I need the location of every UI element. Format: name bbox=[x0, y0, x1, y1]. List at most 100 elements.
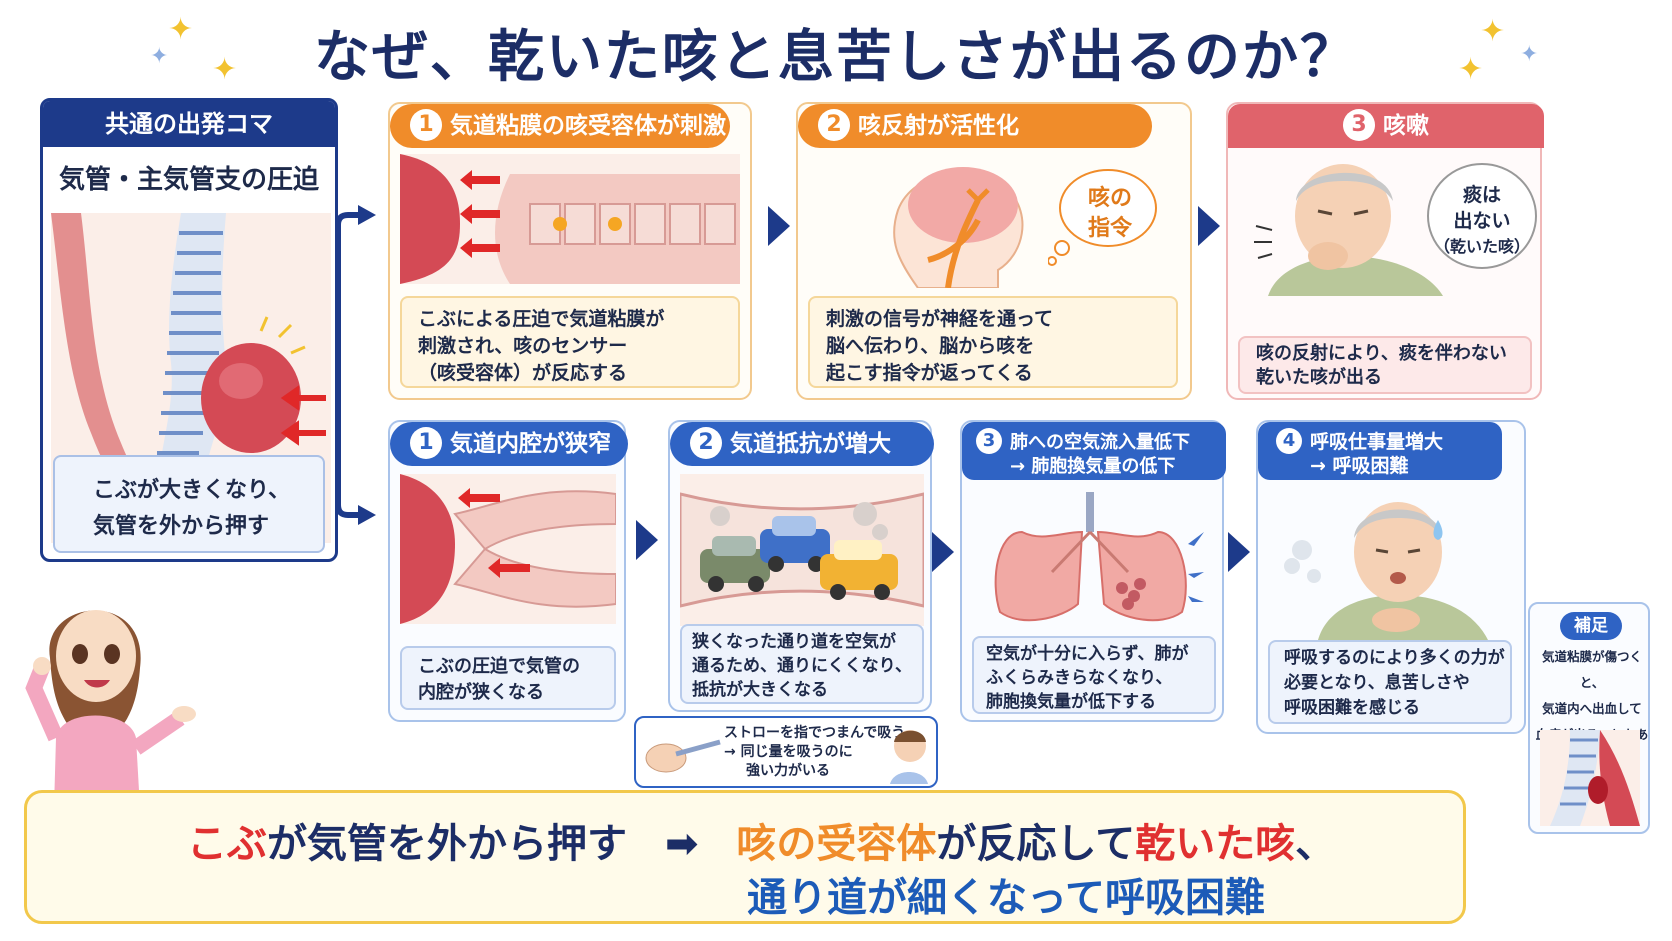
sparkle-icon: ✦ bbox=[1480, 14, 1506, 49]
step-number: 2 bbox=[690, 427, 722, 459]
bottom-step-3-card: 3 肺への空気流入量低下 → 肺胞換気量の低下 空気が十分に入らず、肺が ふくらみ… bbox=[960, 420, 1226, 722]
brain-reflex-illustration bbox=[893, 167, 1024, 288]
bottom-step-1-card: 1 気道内腔が狭窄 こぶの圧迫で気管の 内腔が狭くなる bbox=[388, 420, 628, 722]
straw-pinch-illustration bbox=[645, 739, 721, 773]
supplement-box: 補足 気道粘膜が傷つくと、 気道内へ出血して 血痰が出ることもある bbox=[1528, 602, 1650, 834]
thought-bubble bbox=[1048, 169, 1157, 266]
step-title: 呼吸仕事量増大 bbox=[1310, 431, 1444, 453]
sparkle-icon: ✦ bbox=[1458, 52, 1484, 87]
summary-box: こぶが気管を外から押す ➡ 咳の受容体が反応して乾いた咳、 通り道が細くなって呼… bbox=[24, 790, 1466, 924]
flow-arrow bbox=[1198, 206, 1220, 246]
summary-arrow-icon: ➡ bbox=[664, 821, 699, 867]
bottom-step-1-note: こぶの圧迫で気管の 内腔が狭くなる bbox=[400, 646, 616, 710]
bubble-line: 痰は bbox=[1462, 184, 1501, 206]
step-number: 1 bbox=[410, 109, 442, 141]
summary-line-1: こぶが気管を外から押す ➡ 咳の受容体が反応して乾いた咳、 bbox=[187, 811, 1335, 869]
step-title: 気道抵抗が増大 bbox=[730, 431, 891, 457]
bubble-line: 出ない bbox=[1453, 210, 1511, 232]
bottom-step-3-title: 3 肺への空気流入量低下 → 肺胞換気量の低下 bbox=[962, 422, 1226, 480]
bottom-step-2-note: 狭くなった通り道を空気が 通るため、通りにくくなり、 抵抗が大きくなる bbox=[680, 624, 924, 704]
step-number: 2 bbox=[818, 109, 850, 141]
straw-line: 強い力がいる bbox=[746, 763, 830, 779]
summary-keyword: 咳の受容体 bbox=[736, 821, 937, 867]
sparkle-icon: ✦ bbox=[150, 44, 169, 69]
sparkle-icon: ✦ bbox=[1520, 42, 1539, 67]
top-step-3-title: 3 咳嗽 bbox=[1228, 104, 1544, 148]
note-line: 起こす指令が返ってくる bbox=[826, 362, 1033, 384]
bottom-step-1-title: 1 気道内腔が狭窄 bbox=[390, 422, 628, 466]
coughing-man-illustration bbox=[1254, 164, 1443, 296]
top-step-2-card: 2 咳反射が活性化 咳の 指令 刺激の信号が神経を通って 脳へ伝わり、脳から咳を … bbox=[796, 102, 1192, 400]
note-line: 脳へ伝わり、脳から咳を bbox=[826, 335, 1035, 357]
bottom-step-2-title: 2 気道抵抗が増大 bbox=[670, 422, 934, 466]
flow-arrow bbox=[932, 532, 954, 572]
bleeding-airway-illustration bbox=[1540, 730, 1640, 826]
bottom-step-2-card: 2 気道抵抗が増大 狭くなった通り道を空気が 通るため、通りにくくなり、 抵抗が大… bbox=[668, 420, 934, 712]
note-line: 肺胞換気量が低下する bbox=[986, 692, 1156, 712]
note-line: （咳受容体）が反応する bbox=[418, 362, 628, 384]
note-line: 刺激の信号が神経を通って bbox=[826, 308, 1054, 330]
straw-example-text: ストローを指でつまんで吸う → 同じ量を吸うのに 強い力がいる bbox=[724, 724, 905, 781]
step-number: 1 bbox=[410, 427, 442, 459]
note-line: こぶの圧迫で気管の bbox=[418, 656, 580, 677]
thought-bubble bbox=[1427, 163, 1537, 269]
note-line: 必要となり、息苦しさや bbox=[1284, 673, 1470, 693]
bottom-step-4-note: 呼吸するのにより多くの力が 必要となり、息苦しさや 呼吸困難を感じる bbox=[1268, 640, 1512, 724]
step-number: 4 bbox=[1276, 428, 1302, 454]
step-title: 咳嗽 bbox=[1383, 113, 1429, 139]
note-line: 呼吸するのにより多くの力が bbox=[1284, 648, 1505, 668]
note-line: 呼吸困難を感じる bbox=[1284, 698, 1420, 718]
lungs-illustration bbox=[994, 492, 1204, 622]
top-step-1-note: こぶによる圧迫で気道粘膜が 刺激され、咳のセンサー （咳受容体）が反応する bbox=[400, 296, 740, 388]
straw-line: → 同じ量を吸うのに bbox=[724, 744, 853, 760]
note-line: ふくらみきらなくなり、 bbox=[986, 668, 1173, 688]
caption-line: 気管を外から押す bbox=[93, 514, 270, 539]
start-card: 共通の出発コマ 気管・主気管支の圧迫 こぶが大きくなり、 気管を外から押す bbox=[40, 98, 338, 562]
bubble-line: （乾いた咳） bbox=[1433, 237, 1530, 256]
top-step-3-note: 咳の反射により、痰を伴わない 乾いた咳が出る bbox=[1238, 336, 1532, 394]
note-line: こぶによる圧迫で気道粘膜が bbox=[418, 308, 665, 330]
summary-line-2: 通り道が細くなって呼吸困難 bbox=[747, 875, 1265, 921]
start-subtitle: 気管・主気管支の圧迫 bbox=[58, 165, 319, 195]
traffic-jam-illustration bbox=[680, 474, 924, 626]
flow-arrow bbox=[636, 520, 658, 560]
bottom-step-4-title: 4 呼吸仕事量増大 → 呼吸困難 bbox=[1258, 422, 1502, 480]
summary-text: 、 bbox=[1295, 821, 1336, 867]
supplement-line: 気道粘膜が傷つくと、 bbox=[1541, 649, 1642, 690]
note-line: 刺激され、咳のセンサー bbox=[418, 335, 628, 357]
breathless-man-illustration bbox=[1284, 502, 1488, 640]
start-caption: こぶが大きくなり、 気管を外から押す bbox=[53, 455, 325, 553]
straw-line: ストローを指でつまんで吸う bbox=[724, 725, 906, 741]
straw-example-box: ストローを指でつまんで吸う → 同じ量を吸うのに 強い力がいる bbox=[634, 716, 938, 788]
sparkle-icon: ✦ bbox=[212, 52, 238, 87]
top-step-3-card: 3 咳嗽 痰は 出ない （乾いた咳） 咳の反射により、痰を伴わない 乾いた咳が出る bbox=[1226, 102, 1544, 400]
summary-text: が気管を外から押す bbox=[267, 821, 627, 867]
bubble-line: 指令 bbox=[1087, 216, 1132, 241]
step-title-sub: → 肺胞換気量の低下 bbox=[1010, 456, 1176, 477]
note-line: 狭くなった通り道を空気が bbox=[692, 632, 896, 652]
note-line: 咳の反射により、痰を伴わない bbox=[1256, 343, 1507, 364]
step-title: 肺への空気流入量低下 bbox=[1010, 432, 1190, 453]
supplement-label: 補足 bbox=[1560, 612, 1622, 640]
bubble-line: 咳の bbox=[1087, 186, 1132, 211]
note-line: 通るため、通りにくくなり、 bbox=[692, 656, 912, 676]
step-title: 咳反射が活性化 bbox=[858, 113, 1019, 139]
bottom-step-4-card: 4 呼吸仕事量増大 → 呼吸困難 呼吸するのにより多くの力が 必要となり、息苦しさ… bbox=[1256, 420, 1526, 734]
step-title-sub: → 呼吸困難 bbox=[1310, 455, 1409, 477]
bottom-step-3-note: 空気が十分に入らず、肺が ふくらみきらなくなり、 肺胞換気量が低下する bbox=[972, 636, 1216, 714]
thought-bubble-text: 咳の 指令 bbox=[1070, 184, 1150, 244]
top-step-2-title: 2 咳反射が活性化 bbox=[798, 104, 1152, 148]
step-number: 3 bbox=[1343, 109, 1375, 141]
supplement-line: 気道内へ出血して bbox=[1542, 701, 1642, 716]
step-title: 気道内腔が狭窄 bbox=[450, 431, 611, 457]
thought-bubble-text: 痰は 出ない （乾いた咳） bbox=[1426, 182, 1538, 260]
summary-text: が反応して bbox=[936, 821, 1136, 867]
branch-connector bbox=[335, 205, 376, 525]
page-title: なぜ、乾いた咳と息苦しさが出るのか？ bbox=[314, 25, 1358, 90]
summary-keyword: 乾いた咳 bbox=[1135, 821, 1296, 867]
top-step-2-note: 刺激の信号が神経を通って 脳へ伝わり、脳から咳を 起こす指令が返ってくる bbox=[808, 296, 1178, 388]
flow-arrow bbox=[1228, 532, 1250, 572]
step-number: 3 bbox=[976, 428, 1002, 454]
